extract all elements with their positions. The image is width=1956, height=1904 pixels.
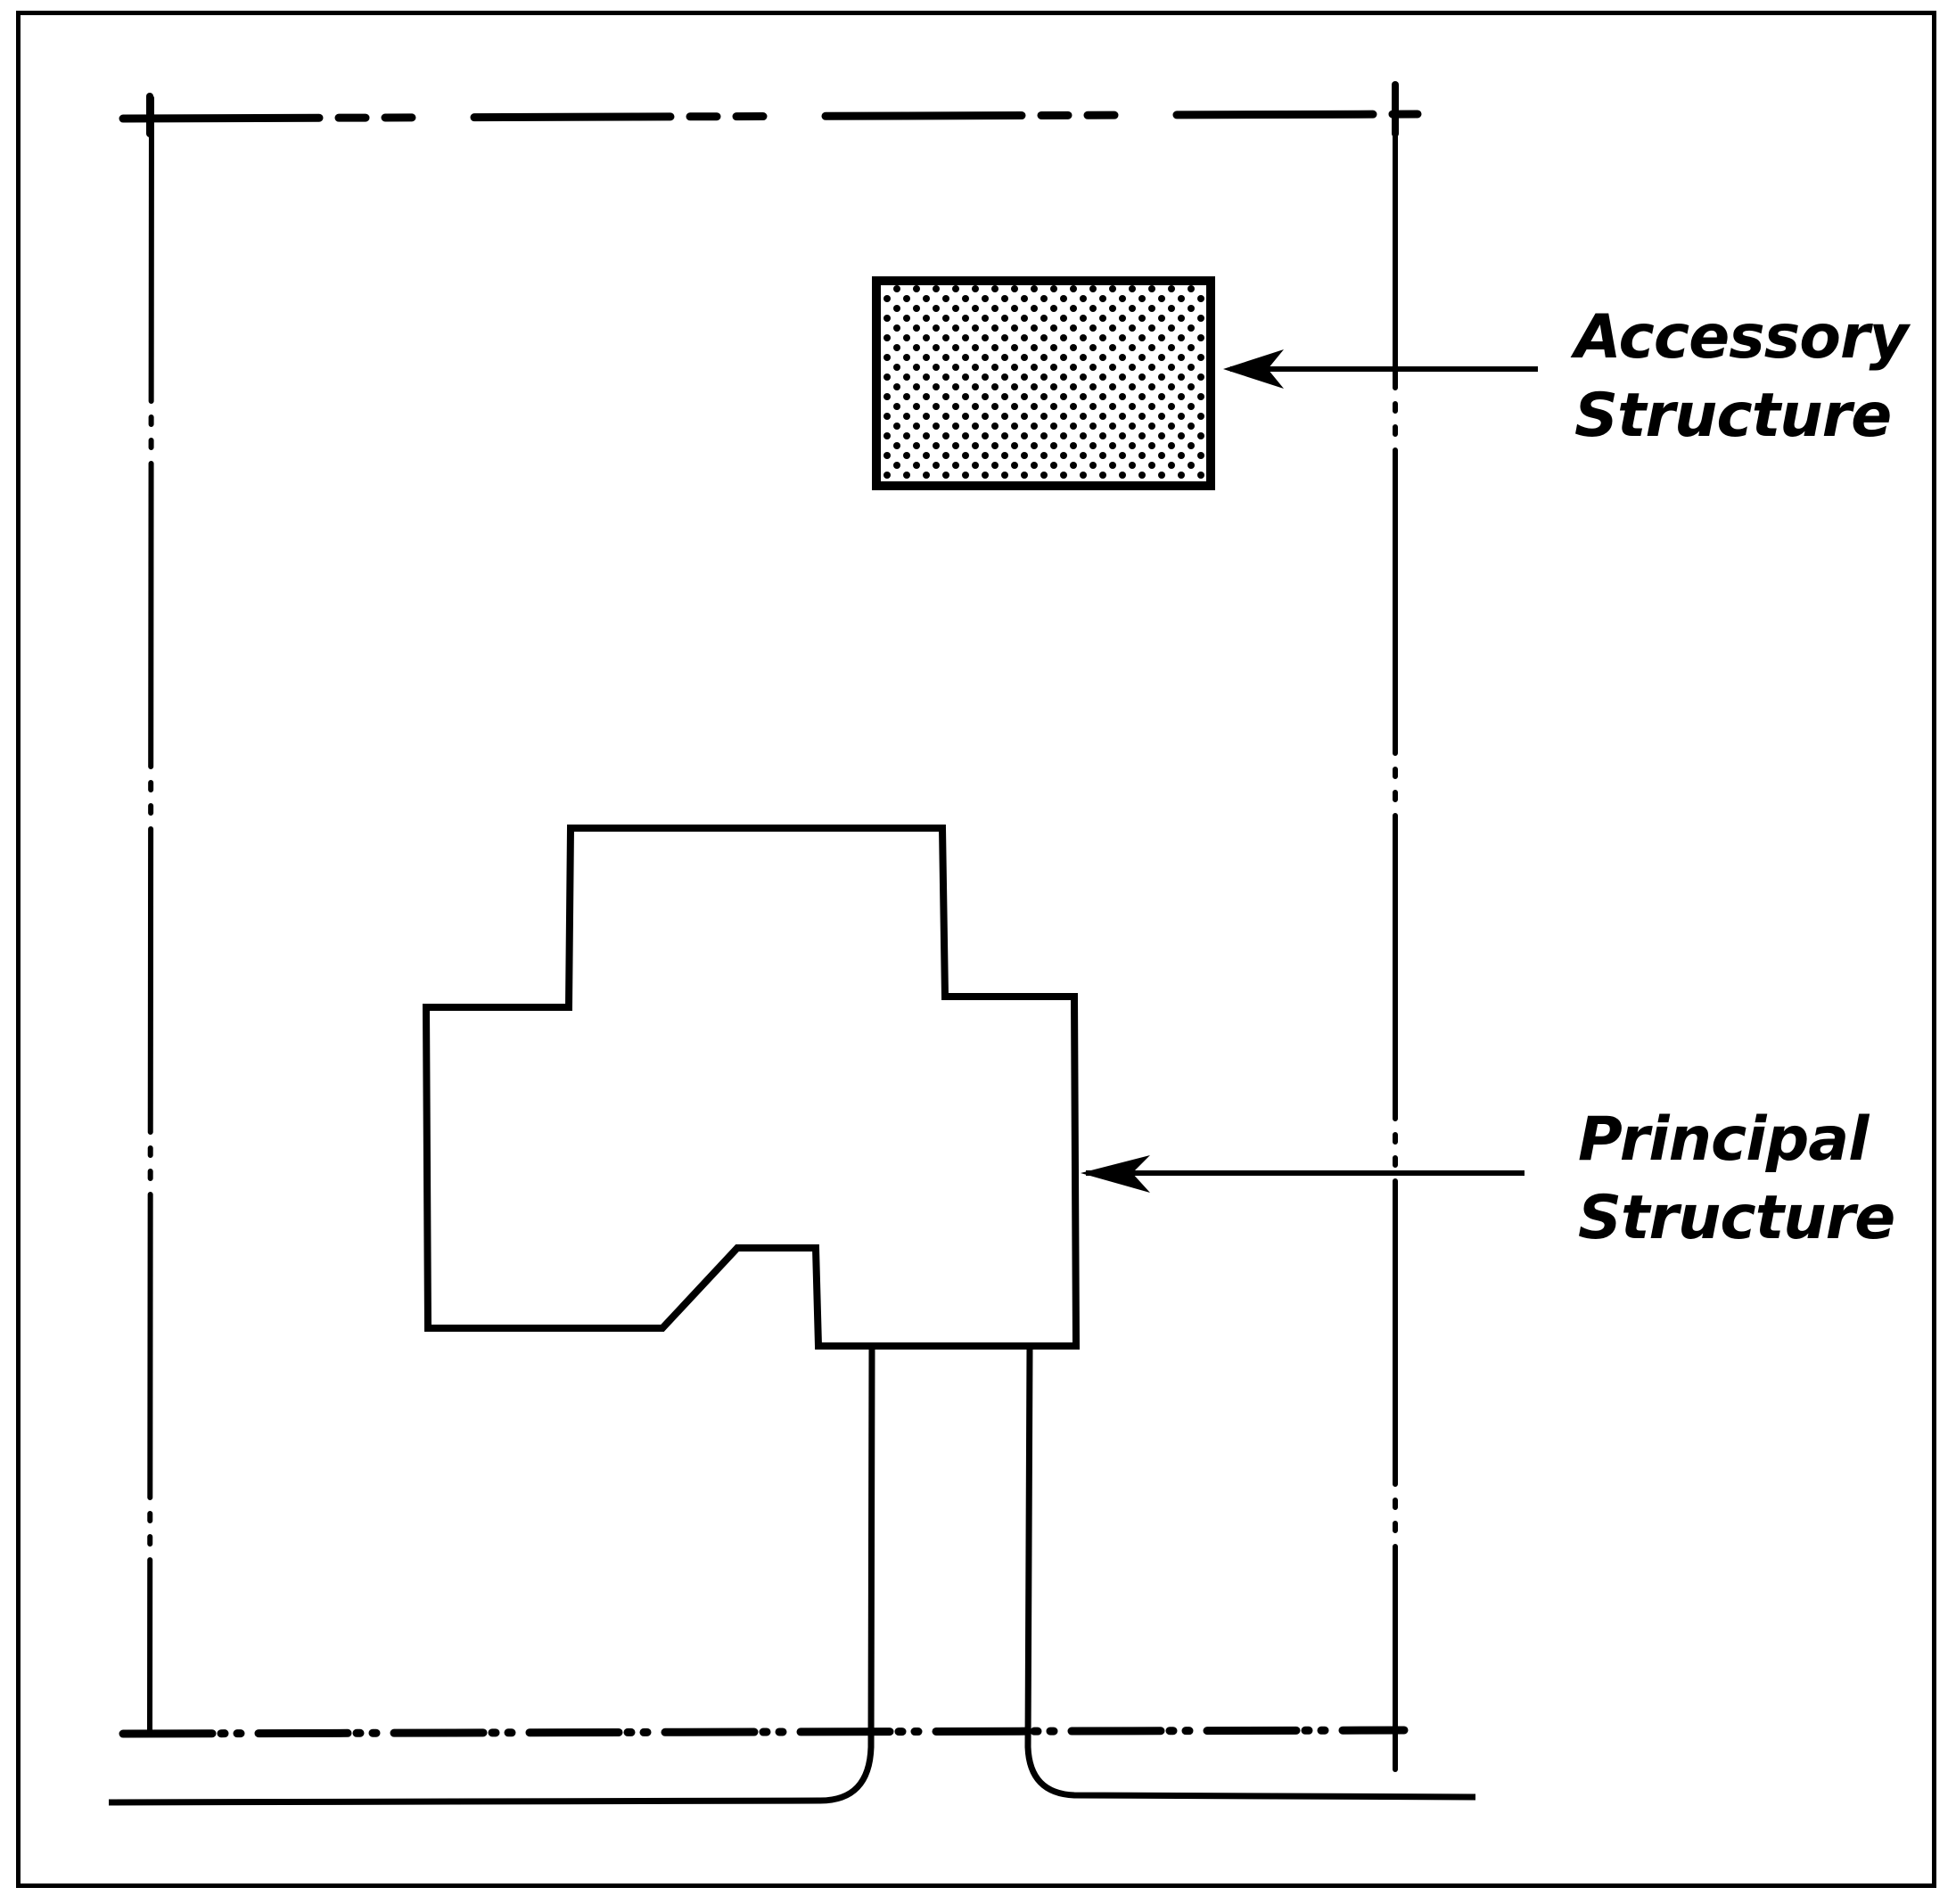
label-line-2: Structure (1578, 1183, 1895, 1253)
label-line-1: Accessory (1574, 302, 1909, 373)
principal-structure (422, 825, 1081, 1350)
property-line (119, 81, 1422, 1772)
property-line-left (147, 95, 154, 1736)
accessory-arrow (1223, 349, 1538, 389)
label-line-1: Principal (1578, 1104, 1870, 1175)
accessory-structure (872, 276, 1215, 490)
arrowhead-icon (1081, 1155, 1150, 1193)
property-line-top (119, 110, 1422, 123)
driveway (108, 1345, 1476, 1806)
street-edge-left (108, 1345, 875, 1806)
principal-arrow (1081, 1155, 1525, 1193)
street-edge-right (1024, 1345, 1476, 1801)
arrowhead-icon (1223, 349, 1284, 389)
property-line-bottom (119, 1726, 1409, 1738)
accessory-structure-label: Accessory Structure (1574, 299, 1909, 455)
label-line-2: Structure (1574, 381, 1892, 451)
principal-structure-label: Principal Structure (1578, 1101, 1895, 1258)
